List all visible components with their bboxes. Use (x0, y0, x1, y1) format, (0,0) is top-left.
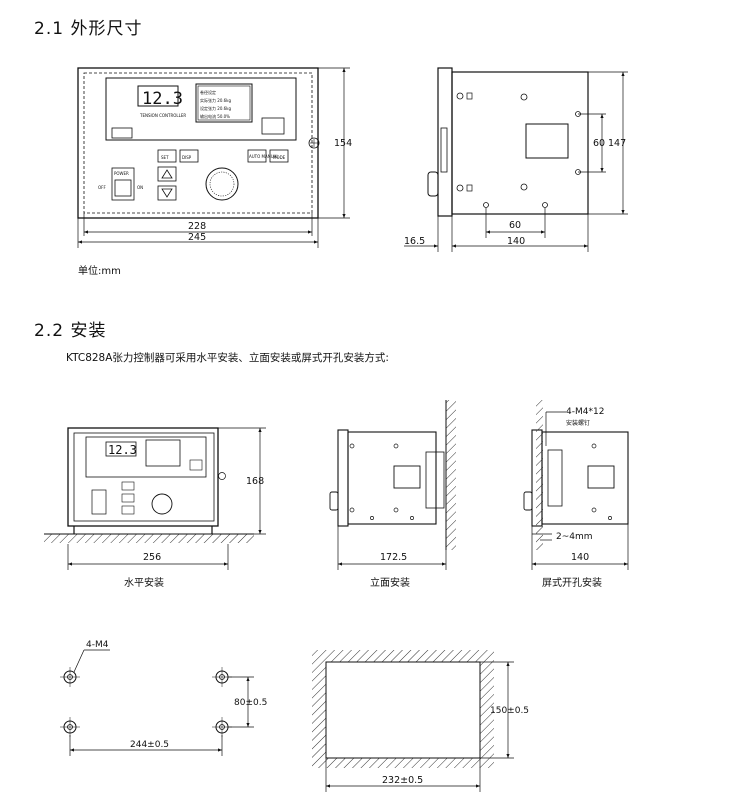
panel-gap-label: 2~4mm (556, 532, 593, 542)
auto-label: AUTO MANUAL (249, 154, 279, 159)
dim-horizontal-height: 168 (246, 476, 264, 487)
dim-horizontal-width: 256 (143, 552, 161, 563)
holes-label: 4-M4 (86, 640, 109, 650)
front-view-drawing (77, 67, 320, 219)
dim-hole-spacing: 60 (509, 220, 521, 231)
vertical-install-label: 立面安装 (370, 576, 410, 589)
dim-width-inner: 228 (188, 221, 206, 232)
side-dimension-lines (404, 71, 628, 252)
dim-holes-horizontal: 244±0.5 (130, 740, 169, 750)
dim-panel-depth: 140 (571, 552, 589, 563)
dim-width-outer: 245 (188, 232, 206, 243)
panel-install-label: 屏式开孔安装 (542, 576, 602, 589)
front-display-text: 12.3 (142, 89, 183, 109)
set-label: SET (161, 155, 169, 160)
on-label: ON (137, 185, 143, 190)
panel-wall (536, 400, 543, 550)
panel-screw-label: 4-M4*12 (566, 407, 604, 417)
power-label: POWER (114, 171, 129, 176)
panel-screw-note: 安装螺钉 (566, 419, 590, 427)
unit-label: 单位:mm (78, 266, 121, 277)
dim-vertical-depth: 172.5 (380, 552, 407, 563)
vertical-wall (446, 400, 456, 550)
installation-description: KTC828A张力控制器可采用水平安装、立面安装或屏式开孔安装方式: (66, 352, 389, 364)
off-label: OFF (98, 185, 106, 190)
dim-mount-height: 60 (593, 138, 605, 149)
mode-label: MODE (273, 155, 286, 160)
up-arrow-icon (161, 169, 173, 179)
lcd-line-1: 卷径设定 (200, 89, 216, 95)
panel-dimension-lines (531, 411, 629, 570)
dim-cutout-width: 232±0.5 (382, 775, 423, 786)
horizontal-display-text: 12.3 (108, 443, 137, 457)
dim-knob: 16.5 (404, 236, 425, 247)
cutout-dimension-lines (325, 661, 514, 792)
horizontal-ground (44, 534, 254, 543)
vertical-dimension-lines (337, 526, 447, 570)
section-heading-installation: 2.2 安装 (34, 321, 107, 341)
lcd-line-3: 设定张力 20.6kg (200, 105, 231, 111)
side-view-drawing (427, 67, 589, 217)
dim-height: 154 (334, 138, 352, 149)
horizontal-install-drawing (67, 427, 226, 534)
section-heading-dimensions: 2.1 外形尺寸 (34, 19, 143, 39)
holes-dimension-lines (69, 649, 254, 756)
down-arrow-icon (161, 188, 173, 198)
mounting-holes-drawing (60, 667, 232, 737)
dim-depth: 140 (507, 236, 525, 247)
dim-side-height: 147 (608, 138, 626, 149)
vertical-install-drawing (329, 429, 445, 527)
disp-label: DISP (182, 155, 192, 160)
dim-holes-vertical: 80±0.5 (234, 698, 267, 708)
front-dimension-lines (77, 67, 350, 248)
lcd-line-4: 输出电流 50.0% (200, 113, 230, 119)
dim-cutout-height: 150±0.5 (490, 706, 529, 716)
horizontal-install-label: 水平安装 (124, 576, 164, 589)
horizontal-dimension-lines (67, 427, 266, 570)
lcd-line-2: 实际张力 20.6kg (200, 97, 231, 103)
controller-label: TENSION CONTROLLER (139, 113, 186, 118)
panel-cutout-drawing (312, 650, 494, 768)
